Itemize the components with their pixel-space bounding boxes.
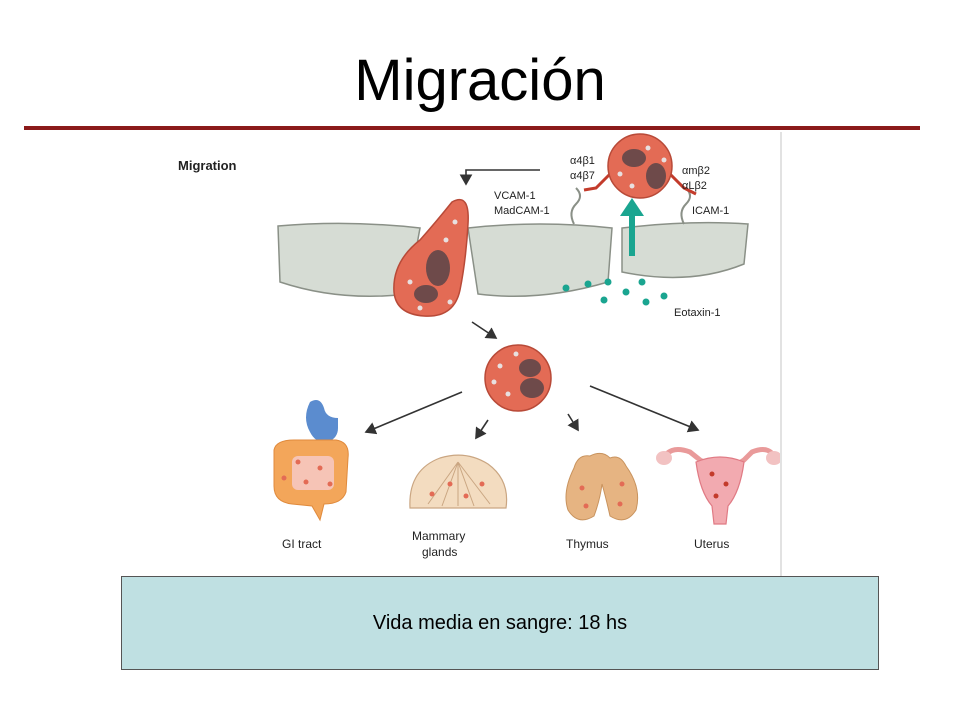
organ-label-mammary-line2: glands [422,545,457,559]
arrow-to-uterus [589,385,700,433]
eotaxin-molecule [584,280,592,288]
eotaxin-molecule [622,288,630,296]
caption-box: Vida media en sangre: 18 hs [121,576,879,670]
arrow-to-mammary-glands [475,419,489,440]
label-eotaxin: Eotaxin-1 [674,307,720,319]
title-divider [24,126,920,130]
granule [447,299,453,305]
eotaxin-molecule [562,284,570,292]
chemotaxis-arrow-head [620,198,644,216]
tissue-nucleus-lower [520,378,544,398]
organ-label-thymus: Thymus [566,537,609,551]
caption-text: Vida media en sangre: 18 hs [372,611,628,634]
thymus-illustration [565,452,639,521]
granule [443,237,449,243]
figure-heading: Migration [178,158,237,173]
granule [645,145,651,151]
arrow-to-thymus [567,413,579,432]
transmigrating-nucleus-upper [426,250,450,286]
migration-diagram: Migration [178,133,782,559]
organ-label-uterus: Uterus [694,537,729,551]
icam-molecule [680,187,691,225]
granule [629,183,635,189]
direction-arrow [459,169,540,186]
arrow-to-gi-tract [364,391,463,435]
granule [491,379,497,385]
granule [661,157,667,163]
integrin-receptor-right [666,170,697,196]
rolling-nucleus-upper [622,149,646,167]
figure-border [780,132,782,576]
uterus-illustration [656,447,782,525]
gi-tract-illustration [273,400,349,522]
eotaxin-molecule [638,278,646,286]
label-integrin-aLb2: αLβ2 [682,180,707,192]
granule [497,363,503,369]
integrin-receptor-left [583,168,616,192]
granule [513,351,519,357]
eotaxin-molecule [660,292,668,300]
endothelial-cell-middle [467,223,613,297]
vcam-madcam-molecule [570,187,581,225]
granule [505,391,511,397]
label-madcam: MadCAM-1 [494,205,550,217]
label-icam: ICAM-1 [692,205,729,217]
eotaxin-molecule [600,296,608,304]
rolling-eosinophil [607,133,673,199]
granule [617,171,623,177]
slide-title: Migración [354,48,606,113]
organ-label-mammary-line1: Mammary [412,529,465,543]
transmigrating-nucleus-lower [414,285,438,303]
tissue-nucleus-upper [519,359,541,377]
label-integrin-amb2: αmβ2 [682,165,710,177]
granule [417,305,423,311]
granule [452,219,458,225]
rolling-nucleus-lower [646,163,666,189]
eotaxin-molecule [642,298,650,306]
label-vcam: VCAM-1 [494,190,536,202]
label-integrin-a4b1: α4β1 [570,155,595,167]
organ-label-gi-tract: GI tract [282,537,322,551]
migration-figure: Migration [170,132,782,576]
granule [407,279,413,285]
eotaxin-molecule [604,278,612,286]
arrow-to-tissue [471,321,498,339]
label-integrin-a4b7: α4β7 [570,170,595,182]
mammary-glands-illustration [409,454,508,509]
endothelial-cell-right [621,221,749,279]
